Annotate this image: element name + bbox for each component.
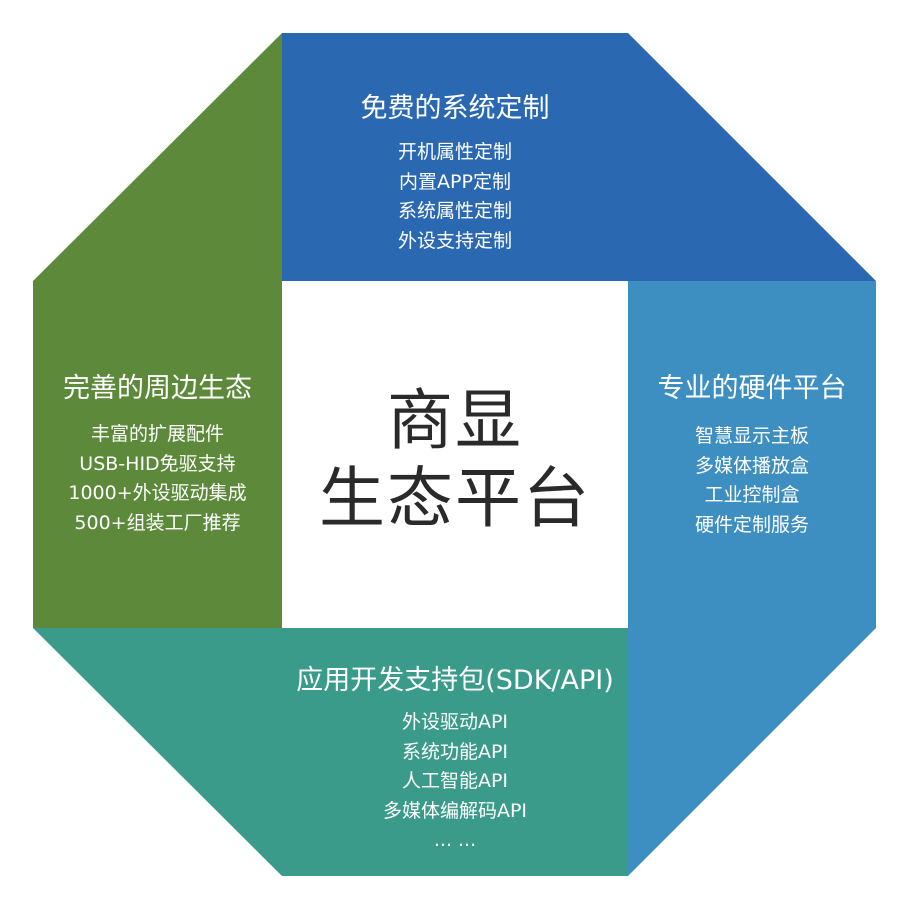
list-item: 内置APP定制	[399, 170, 511, 193]
list-item: 丰富的扩展配件	[90, 423, 224, 445]
list-item: 多媒体编解码API	[382, 799, 528, 822]
block-title: 专业的硬件平台	[657, 373, 847, 404]
list-item: 外设驱动API	[401, 711, 509, 733]
list-item: 系统功能API	[401, 740, 509, 763]
list-item: USB-HID免驱支持	[79, 452, 236, 475]
system-customization-block: 免费的系统定制 开机属性定制 内置APP定制 系统属性定制 外设支持定制	[282, 92, 628, 256]
feature-list: 丰富的扩展配件 USB-HID免驱支持 1000+外设驱动集成 500+组装工厂…	[33, 420, 282, 538]
center-title-line-2: 生态平台	[319, 460, 591, 537]
feature-list: 智慧显示主板 多媒体播放盒 工业控制盒 硬件定制服务	[628, 422, 876, 540]
list-item: 人工智能API	[401, 770, 509, 792]
list-item: 外设支持定制	[397, 229, 512, 252]
list-item: 工业控制盒	[704, 484, 800, 506]
center-title: 商显 生态平台	[282, 382, 628, 538]
list-item: 1000+外设驱动集成	[68, 482, 247, 504]
right-segment	[628, 281, 876, 876]
bottom-segment	[33, 628, 628, 876]
center-square	[282, 281, 628, 628]
sdk-api-block: 应用开发支持包(SDK/API) 外设驱动API 系统功能API 人工智能API…	[264, 664, 646, 856]
list-item: 智慧显示主板	[694, 425, 809, 447]
list-item: 500+组装工厂推荐	[74, 511, 241, 534]
top-segment	[282, 33, 876, 281]
list-item: ... ...	[433, 829, 477, 851]
list-item: 系统属性定制	[397, 200, 512, 222]
feature-list: 外设驱动API 系统功能API 人工智能API 多媒体编解码API ... ..…	[264, 708, 646, 856]
block-title: 免费的系统定制	[360, 93, 550, 124]
list-item: 硬件定制服务	[694, 513, 809, 536]
list-item: 开机属性定制	[397, 141, 512, 163]
list-item: 多媒体播放盒	[694, 454, 809, 477]
center-title-line-1: 商显	[387, 382, 523, 459]
block-title: 完善的周边生态	[63, 373, 252, 404]
feature-list: 开机属性定制 内置APP定制 系统属性定制 外设支持定制	[282, 138, 628, 256]
block-title: 应用开发支持包(SDK/API)	[296, 665, 614, 696]
hardware-platform-block: 专业的硬件平台 智慧显示主板 多媒体播放盒 工业控制盒 硬件定制服务	[628, 372, 876, 540]
ecosystem-block: 完善的周边生态 丰富的扩展配件 USB-HID免驱支持 1000+外设驱动集成 …	[33, 372, 282, 538]
left-segment	[33, 33, 282, 628]
